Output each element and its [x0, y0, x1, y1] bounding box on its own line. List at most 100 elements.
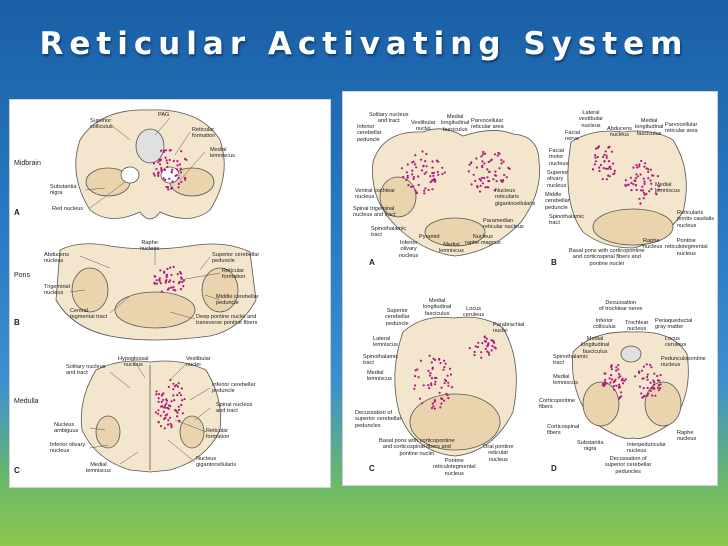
rd-locus: Locus ceruleus — [665, 336, 687, 349]
reticular-dot — [641, 396, 644, 399]
reticular-dot — [183, 398, 186, 401]
reticular-dot — [483, 339, 487, 343]
reticular-dot — [155, 390, 158, 393]
reticular-dot — [405, 178, 408, 182]
reticular-dot — [641, 185, 644, 188]
reticular-dot — [153, 174, 156, 177]
reticular-dot — [177, 182, 181, 185]
reticular-dot — [170, 424, 173, 427]
reticular-dot — [449, 367, 452, 370]
reticular-dot — [163, 271, 166, 274]
reticular-dot — [414, 375, 417, 378]
reticular-dot — [421, 150, 424, 153]
reticular-dot — [643, 180, 646, 183]
reticular-dot — [495, 180, 498, 183]
reticular-dot — [168, 280, 171, 283]
reticular-dot — [480, 356, 483, 359]
right-letter-b: B — [551, 258, 557, 267]
reticular-dot — [174, 289, 177, 292]
reticular-dot — [180, 180, 183, 183]
reticular-dot — [160, 167, 163, 170]
reticular-dot — [481, 160, 484, 163]
reticular-dot — [490, 349, 493, 352]
reticular-dot — [162, 149, 165, 152]
reticular-dot — [650, 187, 653, 191]
reticular-dot — [468, 163, 471, 166]
level-midbrain: Midbrain — [14, 160, 41, 167]
reticular-dot — [487, 342, 490, 345]
reticular-dot — [618, 373, 621, 376]
reticular-dot — [172, 159, 175, 163]
rb-medial-lemniscus: Medial lemniscus — [655, 182, 680, 195]
reticular-dot — [635, 173, 638, 176]
reticular-dot — [436, 170, 439, 174]
reticular-dot — [640, 159, 643, 162]
reticular-dot — [172, 265, 175, 269]
reticular-dot — [634, 184, 637, 187]
reticular-dot — [629, 176, 632, 179]
reticular-dot — [474, 345, 477, 348]
reticular-dot — [632, 183, 635, 186]
reticular-dot — [172, 388, 175, 391]
label-reticular-formation-b: Reticular formation — [222, 268, 246, 281]
reticular-dot — [657, 389, 660, 392]
reticular-dot — [651, 394, 654, 397]
reticular-dot — [640, 392, 643, 395]
reticular-dot — [651, 174, 654, 177]
reticular-dot — [640, 369, 644, 372]
level-medulla: Medulla — [14, 398, 39, 405]
rb-facial-nerve: Facial nerve — [565, 130, 580, 143]
reticular-dot — [179, 272, 183, 275]
reticular-dot — [485, 337, 488, 340]
section-letter-b: B — [14, 318, 20, 327]
reticular-dot — [480, 176, 483, 179]
level-pons: Pons — [14, 272, 30, 279]
dots-section-d — [601, 363, 662, 400]
reticular-dot — [605, 382, 608, 385]
reticular-dot — [470, 183, 473, 186]
reticular-dot — [649, 381, 652, 384]
reticular-dot — [607, 160, 611, 163]
reticular-dot — [653, 372, 656, 375]
reticular-dot — [159, 282, 162, 285]
ra-raphe-magnus: Nucleus raphe magnus — [465, 234, 501, 247]
reticular-dot — [155, 279, 158, 282]
reticular-dot — [179, 167, 182, 170]
reticular-dot — [603, 384, 606, 387]
reticular-dot — [603, 380, 607, 384]
reticular-dot — [610, 150, 613, 153]
reticular-dot — [437, 173, 440, 176]
reticular-dot — [179, 270, 182, 274]
ra-inferior-olivary: Inferior olivary nucleus — [399, 240, 419, 259]
reticular-dot — [174, 174, 177, 177]
reticular-dot — [434, 376, 437, 380]
reticular-dot — [643, 182, 646, 185]
reticular-dot — [613, 388, 616, 391]
reticular-dot — [479, 179, 483, 182]
reticular-dot — [176, 160, 179, 163]
reticular-dot — [153, 281, 156, 284]
reticular-dot — [643, 193, 646, 196]
dots-section-a — [400, 150, 511, 195]
reticular-dot — [182, 279, 185, 282]
reticular-dot — [167, 419, 170, 422]
reticular-dot — [618, 383, 621, 386]
reticular-dots-medulla — [154, 378, 186, 430]
reticular-dot — [503, 173, 506, 177]
reticular-dot — [487, 186, 490, 189]
reticular-dot — [157, 397, 160, 400]
reticular-dot — [646, 386, 649, 390]
reticular-dot — [494, 347, 497, 350]
reticular-dot — [155, 282, 158, 285]
reticular-dot — [428, 374, 432, 377]
reticular-dot — [164, 416, 167, 420]
reticular-dot — [632, 166, 635, 169]
reticular-dot — [642, 365, 645, 368]
reticular-dot — [469, 162, 473, 165]
reticular-dot — [427, 384, 430, 387]
reticular-dot — [596, 155, 599, 159]
reticular-dot — [152, 162, 156, 165]
reticular-dot — [490, 339, 493, 342]
reticular-dot — [634, 179, 637, 183]
reticular-dot — [179, 171, 183, 174]
